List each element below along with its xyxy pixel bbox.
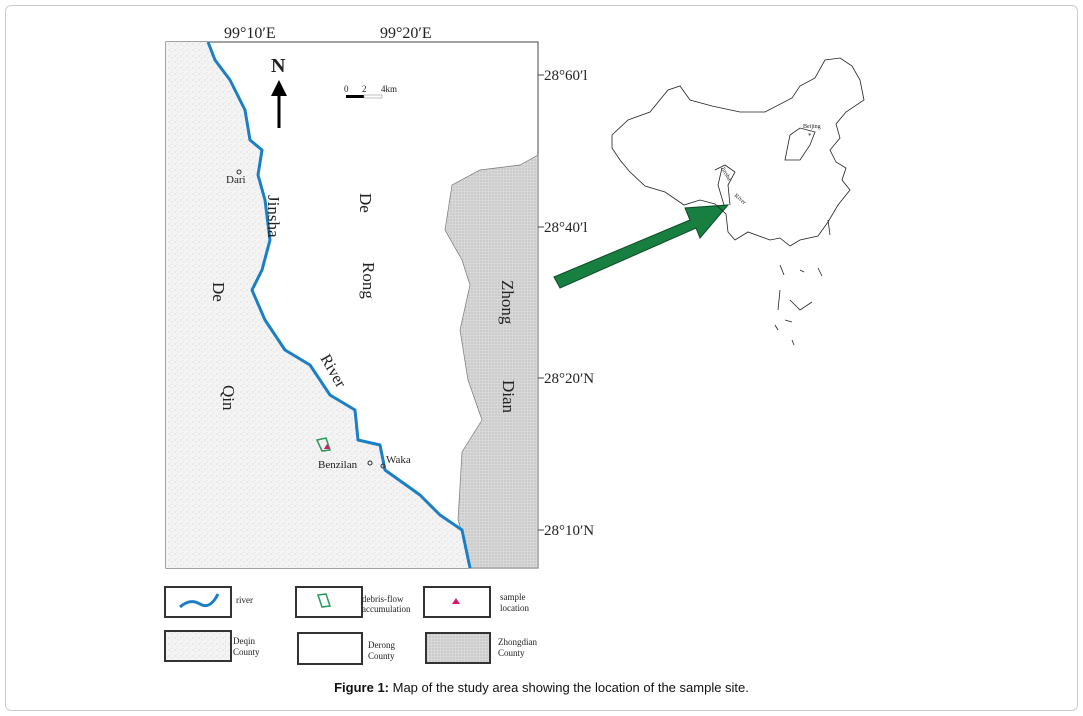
debris-flow-marker [315, 437, 332, 452]
inset-beijing: Beijing [803, 124, 821, 130]
svg-text:4km: 4km [381, 84, 397, 94]
legend: river debris-flow accumulation sample lo… [164, 586, 537, 665]
lat-label: 28°40′l [544, 220, 587, 236]
place-benzilan: Benzilan [318, 459, 358, 471]
label-qin: Qin [219, 385, 238, 411]
sample-location-marker [324, 444, 330, 449]
lat-label: 28°10′N [544, 523, 594, 539]
svg-text:N: N [271, 55, 286, 77]
label-jinsha: Jinsha [264, 195, 283, 238]
legend-river-icon [178, 593, 220, 609]
scale-bar: 0 2 4km [344, 84, 397, 99]
figure-frame [5, 5, 1078, 711]
legend-sample-icon [452, 598, 460, 604]
label-de: De [356, 193, 375, 213]
figure-caption: Figure 1: Map of the study area showing … [0, 680, 1083, 695]
label-dian: Dian [499, 380, 518, 414]
jinsha-river [206, 41, 472, 569]
svg-text:2: 2 [362, 84, 367, 94]
svg-text:Zhongdian: Zhongdian [498, 637, 537, 647]
lat-label: 28°20′N [544, 371, 594, 387]
china-inset-map [611, 57, 865, 346]
svg-text:Deqin: Deqin [233, 636, 255, 646]
svg-text:location: location [500, 603, 529, 613]
svg-text:Derong: Derong [368, 640, 395, 650]
north-arrow-icon: N [271, 55, 287, 128]
inset-river: River [733, 193, 747, 206]
caption-text: Map of the study area showing the locati… [389, 680, 749, 695]
svg-text:accumulation: accumulation [362, 604, 411, 614]
place-dari: Dari [226, 174, 246, 186]
svg-text:0: 0 [344, 84, 349, 94]
caption-label: Figure 1: [334, 680, 390, 695]
svg-text:County: County [233, 647, 260, 657]
svg-text:sample: sample [500, 592, 526, 602]
lon-label: 99°10′E [224, 25, 276, 42]
svg-text:County: County [368, 651, 395, 661]
svg-text:debris-flow: debris-flow [362, 594, 404, 604]
label-de: De [209, 282, 228, 302]
label-zhong: Zhong [498, 280, 517, 325]
legend-river-label: river [236, 595, 253, 605]
legend-debris-icon [316, 593, 332, 608]
deqin-county-area [166, 42, 470, 568]
place-waka: Waka [386, 454, 411, 466]
location-arrow-icon [553, 204, 730, 289]
lat-label: 28°60′l [544, 68, 587, 84]
lon-label: 99°20′E [380, 25, 432, 42]
label-rong: Rong [359, 262, 378, 299]
beijing-star-icon: * [808, 132, 812, 140]
svg-text:County: County [498, 648, 525, 658]
